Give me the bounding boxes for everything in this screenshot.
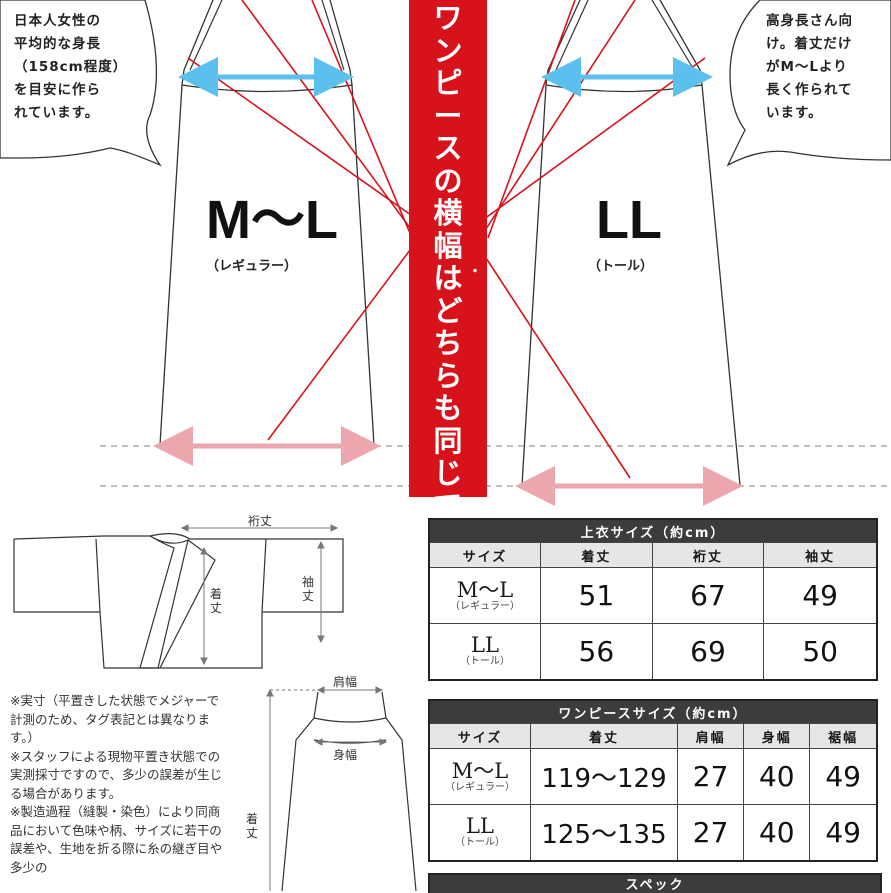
value-cell: 56 [540,623,653,680]
size-cell: M～L [451,758,509,783]
table-row: LL（トール） 125～135 27 40 49 [428,804,878,861]
top-table-caption: 上衣サイズ（約cm） [428,518,878,543]
size-subcell: （トール） [455,837,505,849]
note-item: ※スタッフによる現物平置き状態での実測採寸ですので、多少の誤差が生じる場合があり… [10,748,223,801]
top-size-table: 上衣サイズ（約cm） サイズ 着丈 裄丈 袖丈 M～L（レギュラー） 51 67… [428,518,878,681]
value-cell: 27 [676,804,745,861]
dress-diagram [281,691,417,891]
jacket-dimension-lines [180,524,339,666]
bubble-text-tall: 高身長さん向 け。着丈だけ がM～Lより 長く作られて います。 [766,10,853,125]
speech-bubble-right [726,0,891,167]
top-table-header: 裄丈 [651,542,765,568]
size-sublabel-regular: （レギュラー） [206,259,298,274]
bubble-line: け。着丈だけ [766,36,853,52]
bubble-line: 高身長さん向 [766,13,853,29]
size-cell: LL [471,633,499,658]
dress-body-label: 身幅 [333,748,358,762]
value-cell: 27 [676,748,745,805]
table-row: M～L（レギュラー） 51 67 49 [428,567,878,624]
jacket-diagram [13,533,344,669]
size-label-tall: LL [596,190,662,250]
value-cell: 50 [763,623,878,680]
bubble-line: がM～Lより [766,59,848,75]
red-pointer-lines [187,0,706,479]
size-subcell: （レギュラー） [445,781,515,793]
dress-table-caption: ワンピースサイズ（約cm） [428,699,878,724]
dress-dimension-lines [266,686,388,891]
bubble-line: れています。 [14,105,100,121]
dress-size-table: ワンピースサイズ（約cm） サイズ 着丈 肩幅 身幅 裾幅 M～L（レギュラー）… [428,699,878,862]
value-cell: 125～135 [530,804,678,861]
bubble-text-regular: 日本人女性の 平均的な身長 （158cm程度） を目安に作ら れています。 [14,10,127,125]
dress-table-header: 裾幅 [809,723,878,749]
size-label-regular: M～L [206,190,338,250]
bubble-line: います。 [766,105,823,121]
measurement-notes: ※実寸（平置きした状態でメジャーで計測のため、タグ表記とは異なります。） ※スタ… [10,692,230,877]
table-row: LL（トール） 56 69 50 [428,623,878,680]
size-cell: M～L [456,577,514,602]
size-cell: LL [466,814,494,839]
value-cell: 69 [651,623,765,680]
dress-shoulder-label: 肩幅 [333,675,358,689]
size-sublabel-tall: （トール） [588,259,654,274]
top-table-header: サイズ [428,542,541,568]
note-item: ※実寸（平置きした状態でメジャーで計測のため、タグ表記とは異なります。） [10,693,220,745]
banner-emphasis-dots: ・・・・・・ [468,264,552,280]
value-cell: 49 [809,804,878,861]
jacket-length-label: 着丈 [209,587,222,615]
value-cell: 119～129 [530,748,678,805]
bubble-line: 平均的な身長 [14,36,101,52]
dress-length-label: 着丈 [245,812,258,840]
size-subcell: （レギュラー） [450,600,520,612]
bubble-line: を目安に作ら [14,82,101,98]
same-width-banner [409,0,487,497]
size-subcell: （トール） [460,656,510,668]
top-table-header: 着丈 [540,542,653,568]
bubble-line: 日本人女性の [14,13,101,29]
dress-table-header: 肩幅 [676,723,745,749]
dress-table-header: サイズ [428,723,531,749]
dress-table-header: 着丈 [530,723,678,749]
value-cell: 51 [540,567,653,624]
value-cell: 67 [651,567,765,624]
value-cell: 49 [763,567,878,624]
bubble-line: （158cm程度） [14,59,128,75]
jacket-width-label: 裄丈 [248,514,273,528]
note-item: ※製造過程（縫製・染色）により同商品において色味や柄、サイズに若干の誤差や、生地… [10,804,223,875]
value-cell: 40 [743,748,811,805]
spec-table-caption: スペック [428,873,882,893]
jacket-sleeve-label: 袖丈 [301,575,314,603]
top-table-header: 袖丈 [763,542,878,568]
table-row: M～L（レギュラー） 119～129 27 40 49 [428,748,878,805]
bubble-line: 長く作られて [766,82,853,98]
value-cell: 40 [743,804,811,861]
value-cell: 49 [809,748,878,805]
banner-text: ワンピースの横幅はどちらも同じです。 [427,1,482,554]
dress-table-header: 身幅 [743,723,811,749]
speech-bubble-left [0,0,162,167]
